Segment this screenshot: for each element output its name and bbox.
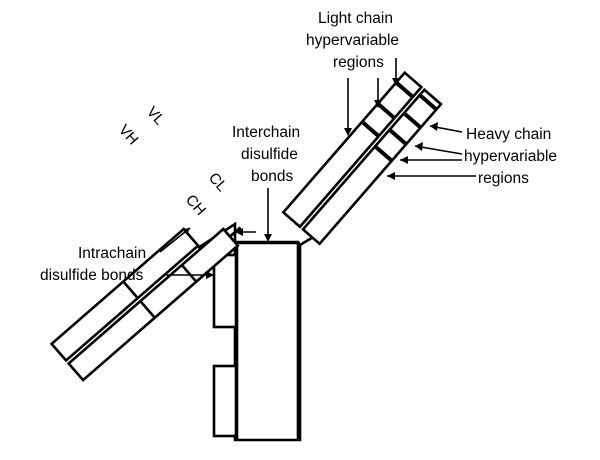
heavy-chain-label-line-2: hypervariable bbox=[464, 148, 557, 165]
intrachain-disulfide-boxes bbox=[212, 253, 238, 438]
light-hv-band-1 bbox=[360, 120, 381, 138]
light-chain-label-line-1: Light chain bbox=[318, 10, 393, 27]
domain-label-cl: CL bbox=[205, 169, 230, 195]
interchain-label-line-2: disulfide bbox=[241, 146, 298, 163]
interchain-label-line-3: bonds bbox=[251, 168, 293, 185]
light-chain-hv-label: Light chain hypervariable regions bbox=[306, 10, 399, 71]
heavy-hv-band-1 bbox=[373, 144, 394, 163]
intrachain-box-lower bbox=[212, 364, 238, 438]
light-chain-label-line-3: regions bbox=[333, 54, 384, 71]
heavy-chain-label-line-1: Heavy chain bbox=[466, 126, 551, 143]
intrachain-box-upper bbox=[212, 253, 238, 329]
intrachain-label-line-1: Intrachain bbox=[78, 245, 146, 262]
left-heavy-chain bbox=[66, 227, 240, 382]
left-arm bbox=[49, 226, 242, 382]
domain-label-vh: VH bbox=[115, 121, 142, 148]
heavy-chain-hv-label: Heavy chain hypervariable regions bbox=[464, 126, 557, 187]
right-heavy-chain bbox=[301, 87, 443, 246]
light-hv-band-3 bbox=[394, 80, 415, 99]
domain-label-ch: CH bbox=[182, 191, 209, 219]
heavy-hv-pointer-2 bbox=[414, 145, 463, 155]
heavy-hv-band-4 bbox=[418, 93, 438, 111]
right-arm bbox=[281, 70, 443, 246]
intrachain-label-line-2: disulfide bonds bbox=[40, 267, 144, 284]
left-light-chain bbox=[49, 227, 200, 363]
interchain-label: Interchain disulfide bonds bbox=[232, 124, 300, 185]
heavy-hv-band-3 bbox=[402, 111, 422, 130]
domain-label-vl: VL bbox=[143, 103, 168, 128]
heavy-chain-label-line-3: regions bbox=[478, 170, 529, 187]
intrachain-label: Intrachain disulfide bonds bbox=[40, 245, 146, 284]
heavy-hv-band-2 bbox=[388, 128, 408, 146]
light-hv-band-2 bbox=[376, 102, 396, 120]
interchain-label-line-1: Interchain bbox=[232, 124, 300, 141]
pointer-lines bbox=[159, 58, 476, 279]
light-chain-label-line-2: hypervariable bbox=[306, 32, 399, 49]
